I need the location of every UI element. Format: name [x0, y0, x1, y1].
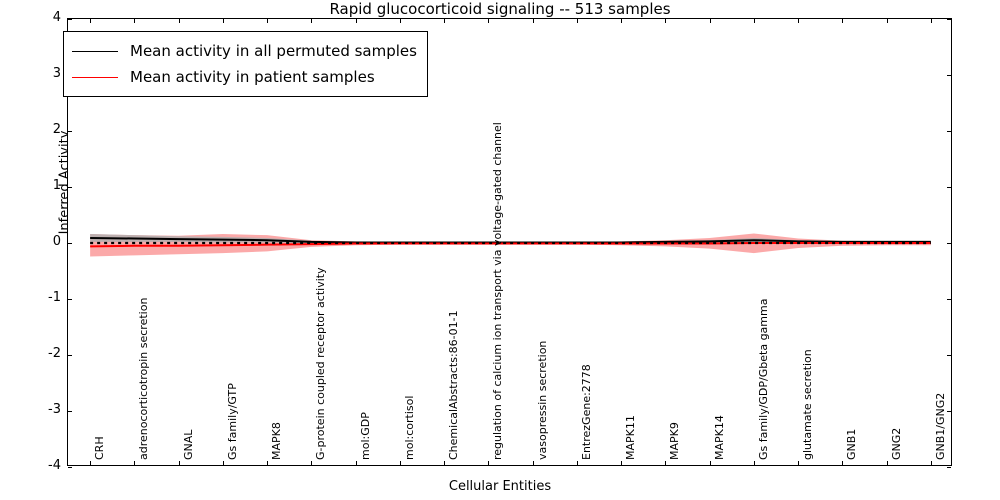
x-axis-tick-label: glutamate secretion	[801, 349, 815, 460]
y-axis-tick-mark	[68, 467, 72, 468]
x-axis-tick-mark	[134, 461, 136, 465]
y-axis-tick-mark	[68, 299, 72, 300]
x-axis-tick-label: G-protein coupled receptor activity	[314, 267, 328, 460]
legend-line-swatch-red	[72, 76, 118, 78]
x-axis-tick-mark	[532, 19, 534, 23]
x-axis-tick-mark	[267, 19, 269, 23]
x-axis-tick-label: vasopressin secretion	[535, 340, 549, 460]
x-axis-tick-mark	[930, 19, 932, 23]
chart-legend: Mean activity in all permuted samples Me…	[63, 31, 428, 97]
y-axis-tick-mark	[947, 467, 951, 468]
y-axis-tick-mark	[947, 355, 951, 356]
y-axis-tick-mark	[68, 131, 72, 132]
x-axis-tick-mark	[842, 461, 844, 465]
x-axis-tick-label: regulation of calcium ion transport via …	[491, 122, 505, 460]
y-axis-tick-mark	[947, 411, 951, 412]
x-axis-tick-mark	[576, 19, 578, 23]
x-axis-tick-mark	[222, 461, 224, 465]
x-axis-tick-mark	[444, 461, 446, 465]
legend-line-swatch-black	[72, 50, 118, 52]
x-axis-tick-label: GNB1/GNG2	[933, 392, 947, 460]
y-axis-tick-mark	[947, 299, 951, 300]
y-axis-tick-label: -4	[48, 458, 61, 473]
x-axis-tick-mark	[399, 461, 401, 465]
x-axis-tick-mark	[355, 19, 357, 23]
legend-label: Mean activity in patient samples	[130, 68, 375, 86]
x-axis-tick-mark	[90, 461, 92, 465]
x-axis-tick-mark	[753, 461, 755, 465]
x-axis-tick-mark	[532, 461, 534, 465]
x-axis-tick-mark	[621, 19, 623, 23]
x-axis-tick-mark	[90, 19, 92, 23]
y-axis-tick-label: -1	[48, 290, 61, 305]
y-axis-tick-mark	[68, 19, 72, 20]
legend-item: Mean activity in all permuted samples	[72, 38, 417, 64]
x-axis-tick-mark	[222, 19, 224, 23]
legend-item: Mean activity in patient samples	[72, 64, 417, 90]
y-axis-tick-label: 0	[52, 234, 61, 249]
y-axis-tick-mark	[68, 355, 72, 356]
x-axis-tick-label: adrenocorticotropin secretion	[137, 297, 151, 460]
x-axis-tick-mark	[886, 19, 888, 23]
x-axis-tick-mark	[488, 461, 490, 465]
series-layer	[90, 233, 931, 257]
x-axis-tick-mark	[355, 461, 357, 465]
x-axis-tick-mark	[311, 461, 313, 465]
chart-title: Rapid glucocorticoid signaling -- 513 sa…	[329, 0, 671, 18]
x-axis-tick-mark	[709, 461, 711, 465]
x-axis-tick-mark	[178, 461, 180, 465]
y-axis-tick-mark	[947, 19, 951, 20]
x-axis-tick-mark	[665, 19, 667, 23]
x-axis-tick-mark	[311, 19, 313, 23]
x-axis-tick-label: Gs family/GTP	[225, 383, 239, 460]
x-axis-tick-mark	[842, 19, 844, 23]
legend-label: Mean activity in all permuted samples	[130, 42, 417, 60]
y-axis-tick-mark	[68, 411, 72, 412]
x-axis-tick-label: MAPK11	[624, 415, 638, 460]
x-axis-tick-mark	[665, 461, 667, 465]
y-axis-tick-label: -2	[48, 346, 61, 361]
y-axis-tick-label: 3	[52, 66, 61, 81]
y-axis-tick-label: 1	[52, 178, 61, 193]
x-axis-tick-label: GNAL	[181, 429, 195, 460]
x-axis-tick-label: MAPK8	[270, 422, 284, 460]
x-axis-tick-label: Gs family/GDP/Gbeta gamma	[756, 298, 770, 460]
x-axis-tick-label: ChemicalAbstracts:86-01-1	[447, 310, 461, 460]
x-axis-tick-mark	[399, 19, 401, 23]
x-axis-tick-label: MAPK14	[712, 415, 726, 460]
x-axis-tick-mark	[576, 461, 578, 465]
x-axis-tick-label: mol:GDP	[358, 412, 372, 460]
x-axis-tick-label: MAPK9	[668, 422, 682, 460]
x-axis-tick-mark	[488, 19, 490, 23]
x-axis-tick-mark	[178, 19, 180, 23]
x-axis-tick-mark	[930, 461, 932, 465]
patient-confidence-band	[90, 233, 931, 257]
y-axis-tick-mark	[68, 243, 72, 244]
x-axis-label: Cellular Entities	[448, 479, 552, 494]
x-axis-tick-label: GNB1	[845, 428, 859, 460]
y-axis-tick-mark	[68, 187, 72, 188]
x-axis-tick-label: CRH	[93, 436, 107, 460]
x-axis-tick-mark	[753, 19, 755, 23]
x-axis-tick-label: GNG2	[889, 427, 903, 460]
y-axis-tick-label: -3	[48, 402, 61, 417]
x-axis-tick-mark	[621, 461, 623, 465]
plot-inner	[68, 19, 951, 468]
y-axis-tick-mark	[947, 75, 951, 76]
x-axis-tick-mark	[134, 19, 136, 23]
x-axis-tick-label: mol:cortisol	[402, 395, 416, 460]
x-axis-tick-mark	[267, 461, 269, 465]
y-axis-tick-label: 4	[52, 10, 61, 25]
x-axis-tick-mark	[709, 19, 711, 23]
x-axis-tick-mark	[798, 19, 800, 23]
x-axis-tick-mark	[886, 461, 888, 465]
y-axis-tick-mark	[947, 243, 951, 244]
x-axis-tick-mark	[798, 461, 800, 465]
x-axis-tick-label: EntrezGene:2778	[579, 364, 593, 460]
x-axis-tick-mark	[444, 19, 446, 23]
y-axis-tick-mark	[947, 131, 951, 132]
y-axis-tick-label: 2	[52, 122, 61, 137]
y-axis-tick-mark	[947, 187, 951, 188]
